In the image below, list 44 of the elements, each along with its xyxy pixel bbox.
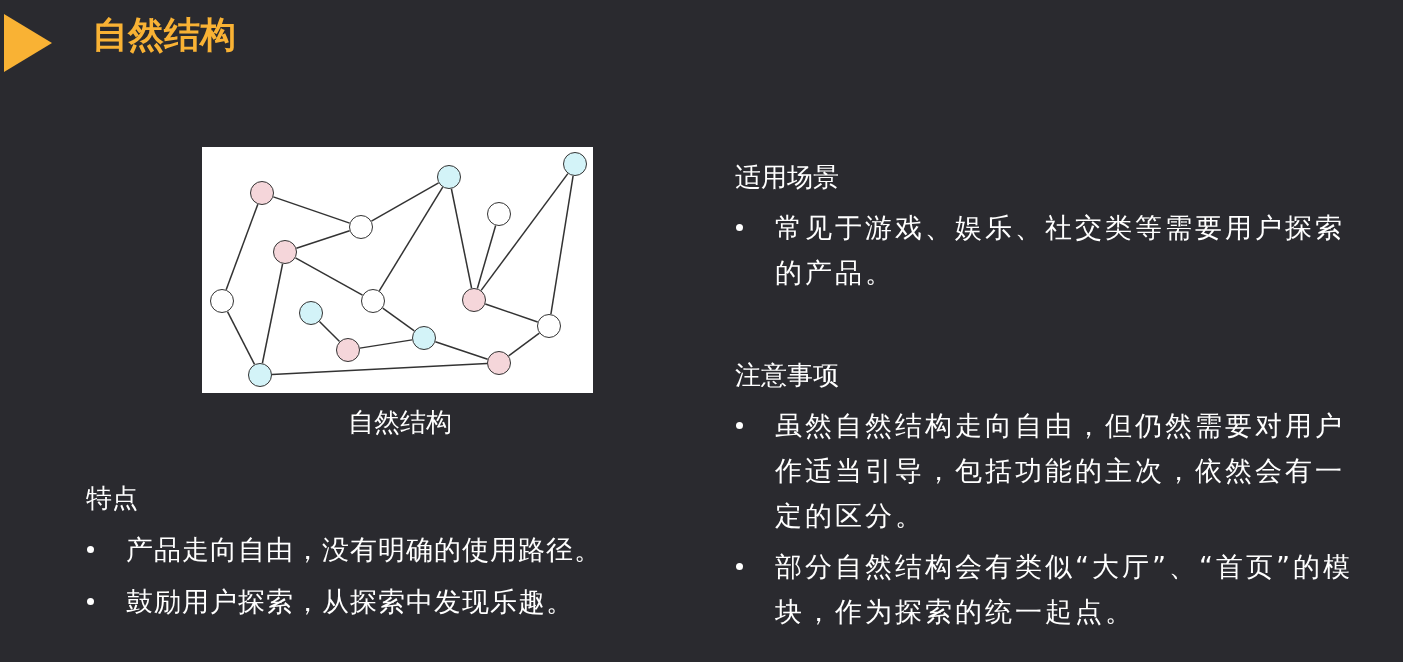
bullet-text: 部分自然结构会有类似“大厅”、“首页”的模块，作为探索的统一起点。 [775, 550, 1353, 629]
section-heading: 特点 [86, 482, 138, 515]
graph-node-circle [248, 363, 272, 387]
graph-node-circle [336, 338, 360, 362]
graph-node-circle [349, 215, 373, 239]
graph-node-circle [462, 288, 486, 312]
connector-line [318, 320, 341, 343]
connector-line [480, 172, 569, 292]
connector-line [294, 257, 364, 296]
connector-line [378, 186, 444, 292]
graph-node-circle [487, 351, 511, 375]
graph-node-circle [273, 240, 297, 264]
connector-line [225, 203, 259, 291]
connector-line [550, 175, 574, 315]
graph-node-circle [563, 152, 587, 176]
connector-line [507, 332, 541, 357]
graph-node-circle [210, 289, 234, 313]
graph-node-circle [437, 165, 461, 189]
connector-line [295, 230, 351, 249]
connector-line [261, 263, 284, 364]
bullet-text: 产品走向自由，没有明确的使用路径。 [126, 533, 603, 567]
connector-line [271, 362, 488, 376]
connector-line [226, 310, 256, 366]
bullet-text: 鼓励用户探索，从探索中发现乐趣。 [126, 585, 575, 619]
connector-line [370, 182, 440, 222]
graph-node-circle [412, 326, 436, 350]
connector-line [381, 307, 416, 332]
graph-node-circle [250, 181, 274, 205]
section-heading: 注意事项 [735, 359, 839, 392]
bullet-text: 常见于游戏、娱乐、社交类等需要用户探索的产品。 [775, 211, 1346, 290]
connector-line [359, 339, 413, 349]
section-heading: 适用场景 [735, 161, 839, 194]
graph-node-circle [361, 289, 385, 313]
connector-line [484, 303, 539, 323]
connector-line [450, 188, 473, 289]
graph-node-circle [487, 202, 511, 226]
graph-node-circle [537, 314, 561, 338]
connector-line [434, 341, 489, 360]
connector-line [272, 196, 351, 224]
graph-node-circle [299, 301, 323, 325]
connector-line [476, 224, 497, 290]
figure-caption: 自然结构 [347, 406, 453, 439]
bullet-text: 虽然自然结构走向自由，但仍然需要对用户作适当引导，包括功能的主次，依然会有一定的区分。 [775, 409, 1346, 533]
slide-title: 自然结构 [92, 13, 236, 57]
